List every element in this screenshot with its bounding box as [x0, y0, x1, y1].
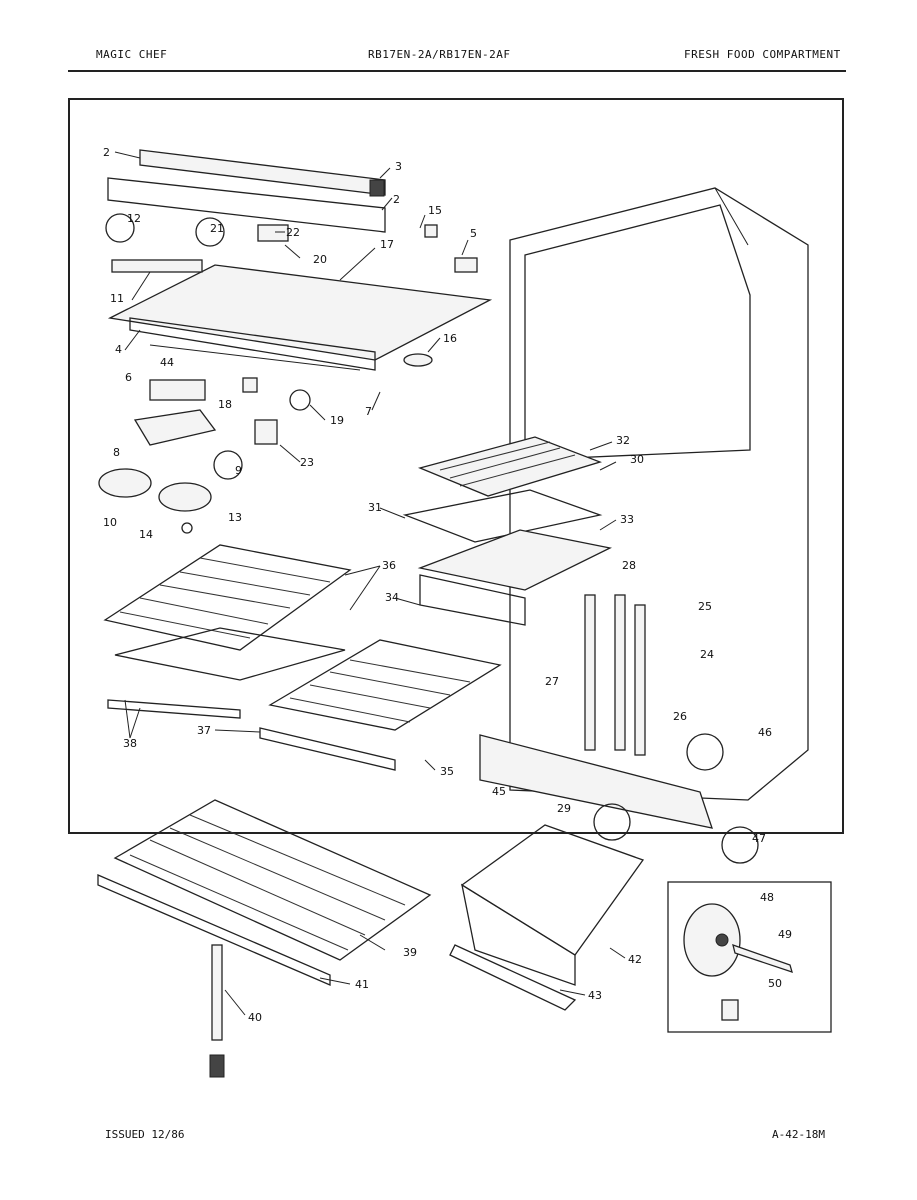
leader-lines [114, 151, 626, 1016]
part-label: 3 [395, 160, 402, 173]
part-label: 50 [768, 977, 782, 990]
part-label: 31 [368, 501, 382, 514]
part-label: 38 [123, 737, 137, 750]
header-brand: MAGIC CHEF [96, 48, 168, 61]
part-label: 16 [443, 332, 457, 345]
part-label: 12 [127, 212, 141, 225]
part-label: 22 [286, 226, 300, 239]
part-label: 2 [393, 193, 400, 206]
part-label: 37 [197, 724, 211, 737]
part-label: 20 [313, 253, 327, 266]
part-label: 32 [616, 434, 630, 447]
bottom-grille [479, 734, 713, 829]
part-label: 25 [698, 600, 712, 613]
caster-inset [667, 881, 832, 1033]
part-label: 15 [428, 204, 442, 217]
crisper-drawer [449, 824, 645, 1011]
part-label: 27 [545, 675, 559, 688]
part-label: 11 [110, 292, 124, 305]
part-label: 45 [492, 785, 506, 798]
wire-shelf-upper [103, 544, 352, 719]
footer-code: A-42-18M [772, 1128, 825, 1141]
part-label: 43 [588, 989, 602, 1002]
part-label: 42 [628, 953, 642, 966]
part-label: 4 [115, 343, 122, 356]
part-label: 17 [380, 238, 394, 251]
cabinet-liner [509, 187, 809, 801]
header-model: RB17EN-2A/RB17EN-2AF [368, 48, 511, 61]
part-label: 41 [355, 978, 369, 991]
part-label: 35 [440, 765, 454, 778]
part-label: 8 [113, 446, 120, 459]
leveling-parts [593, 733, 759, 864]
part-label: 47 [752, 832, 766, 845]
part-label: 21 [210, 222, 224, 235]
part-label: 5 [470, 227, 477, 240]
part-label: 7 [365, 405, 372, 418]
evaporator-cover [107, 264, 493, 371]
part-label: 28 [622, 559, 636, 572]
part-label: 36 [382, 559, 396, 572]
small-shelf-assembly [402, 436, 612, 626]
header-section: FRESH FOOD COMPARTMENT [684, 48, 841, 61]
part-label: 13 [228, 511, 242, 524]
bottom-shelf [97, 799, 432, 1078]
part-label: 14 [139, 528, 153, 541]
diagram-frame [68, 98, 844, 834]
footer-issued: ISSUED 12/86 [105, 1128, 185, 1141]
part-label: 34 [385, 591, 399, 604]
part-label: 39 [403, 946, 417, 959]
part-label: 30 [630, 453, 644, 466]
thermostat-parts [98, 213, 478, 534]
part-label: 48 [760, 891, 774, 904]
part-label: 24 [700, 648, 714, 661]
part-label: 49 [778, 928, 792, 941]
part-label: 18 [218, 398, 232, 411]
part-label: 40 [248, 1011, 262, 1024]
part-label: 10 [103, 516, 117, 529]
wire-shelf-middle [259, 639, 502, 771]
header-rule [68, 70, 846, 72]
part-label: 6 [125, 371, 132, 384]
part-label: 33 [620, 513, 634, 526]
part-label: 44 [160, 356, 174, 369]
part-label: 2 [103, 146, 110, 159]
callout-labels: 2 1 2 3 4 5 6 7 8 9 10 11 12 13 14 15 16… [103, 146, 792, 1024]
part-label: 26 [673, 710, 687, 723]
part-label: 9 [235, 464, 242, 477]
part-label: 46 [758, 726, 772, 739]
part-label: 23 [300, 456, 314, 469]
part-label: 29 [557, 802, 571, 815]
part-label: 19 [330, 414, 344, 427]
shelf-supports [584, 594, 646, 756]
control-housing [107, 149, 386, 233]
